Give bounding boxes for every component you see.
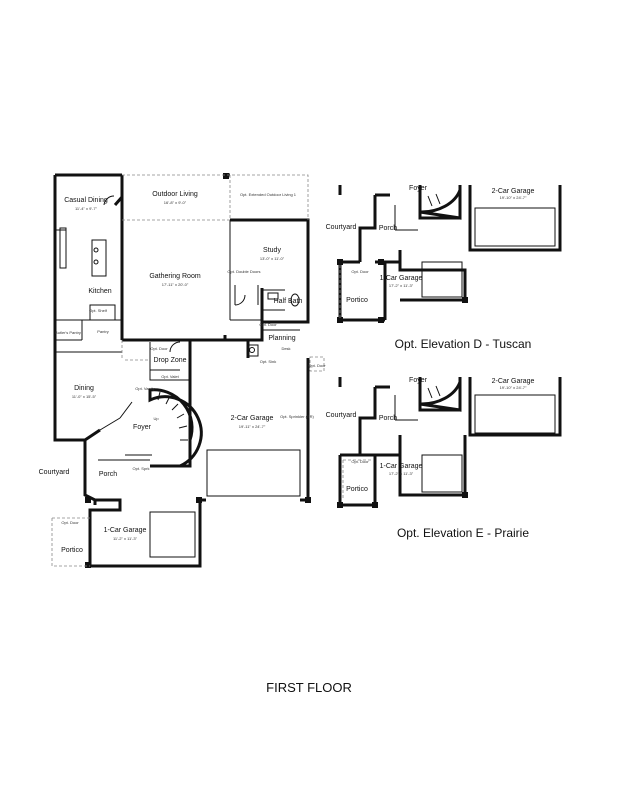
elev-d-foyer-label: Foyer — [409, 185, 428, 192]
garage-door-1car — [149, 511, 196, 558]
floor-label: FIRST FLOOR — [266, 680, 352, 695]
opt-sink-note: Opt. Sink — [260, 359, 276, 364]
elevation-e-title: Opt. Elevation E - Prairie — [397, 526, 529, 540]
garage-door-2car — [206, 449, 301, 497]
elev-e-one-car-dims: 17'-2" x 11'-3" — [389, 471, 414, 476]
foyer-label: Foyer — [133, 424, 152, 431]
dining-dims: 11'-0" x 15'-5" — [72, 394, 97, 399]
opt-door-note-4: Opt. Door — [61, 520, 79, 525]
drop-zone-label: Drop Zone — [153, 357, 186, 364]
elev-d-portico-label: Portico — [346, 297, 368, 304]
porch-label: Porch — [99, 471, 117, 478]
opt-shelf-note: Opt. Shelf — [89, 308, 108, 313]
casual-dining-label: Casual Dining — [64, 197, 108, 204]
butlers-pantry-label: Butler's Pantry — [55, 330, 81, 335]
elev-d-courtyard-label: Courtyard — [326, 224, 357, 231]
dining-label: Dining — [74, 385, 94, 392]
elev-e-two-car-label: 2-Car Garage — [492, 378, 535, 385]
main-plan: Casual Dining 11'-4" x 9'-7" Outdoor Liv… — [39, 173, 326, 568]
two-car-garage-label: 2-Car Garage — [231, 415, 274, 422]
extended-outdoor-label: Opt. Extended Outdoor Living 1 — [240, 192, 297, 197]
one-car-garage-label: 1-Car Garage — [104, 527, 147, 534]
opt-door-note-2: Opt. Door — [259, 322, 277, 327]
elev-d-two-car-dims: 19'-10" x 24'-7" — [500, 195, 527, 200]
elev-e-two-car-dims: 19'-10" x 24'-7" — [500, 385, 527, 390]
pantry-label: Pantry — [97, 329, 109, 334]
elev-d-porch-label: Porch — [379, 225, 397, 232]
elevation-d-title: Opt. Elevation D - Tuscan — [395, 337, 532, 351]
elev-d-two-car-label: 2-Car Garage — [492, 188, 535, 195]
elev-d-opt-door: Opt. Door — [351, 269, 369, 274]
outdoor-living-dims: 16'-8" x 9'-0" — [164, 200, 187, 205]
study-dims: 13'-0" x 11'-0" — [260, 256, 285, 261]
planning-label: Planning — [268, 335, 295, 342]
opt-vanity-note: Opt. Vanity — [135, 386, 155, 391]
gathering-room-dims: 17'-11" x 20'-0" — [162, 282, 189, 287]
elev-e-one-car-label: 1-Car Garage — [380, 463, 423, 470]
opt-valet-note: Opt. Valet — [161, 374, 179, 379]
elev-e-foyer-label: Foyer — [409, 377, 428, 384]
study-label: Study — [263, 247, 281, 254]
elev-e-porch-label: Porch — [379, 415, 397, 422]
elev-d-one-car-label: 1-Car Garage — [380, 275, 423, 282]
courtyard-label: Courtyard — [39, 469, 70, 476]
opt-door-note-1: Opt. Door — [150, 346, 168, 351]
casual-dining-dims: 11'-4" x 9'-7" — [75, 206, 98, 211]
desk-note: Desk — [281, 346, 290, 351]
outdoor-living-label: Outdoor Living — [152, 191, 198, 198]
gathering-room-label: Gathering Room — [149, 273, 201, 280]
double-doors-note: Opt. Double Doors — [227, 269, 260, 274]
elev-e-opt-door: Opt. Door — [351, 459, 369, 464]
elev-e-courtyard-label: Courtyard — [326, 412, 357, 419]
opt-sprk-note: Opt. Sprk — [133, 466, 150, 471]
opt-door-note-3: Opt. Door — [308, 363, 326, 368]
elevation-d-plan: Foyer 2-Car Garage 19'-10" x 24'-7" Cour… — [326, 185, 562, 351]
one-car-garage-dims: 11'-2" x 11'-3" — [113, 536, 138, 541]
half-bath-label: Half Bath — [274, 298, 303, 305]
portico-label: Portico — [61, 547, 83, 554]
sprinkler-note: Opt. Sprinkler (SR) — [280, 414, 314, 419]
two-car-garage-dims: 19'-11" x 24'-7" — [239, 424, 266, 429]
elev-e-portico-label: Portico — [346, 486, 368, 493]
elev-d-one-car-dims: 17'-2" x 11'-3" — [389, 283, 414, 288]
stair-up-note: Up — [153, 416, 159, 421]
kitchen-label: Kitchen — [88, 288, 111, 295]
elevation-e-plan: Foyer 2-Car Garage 19'-10" x 24'-7" Cour… — [326, 377, 562, 540]
